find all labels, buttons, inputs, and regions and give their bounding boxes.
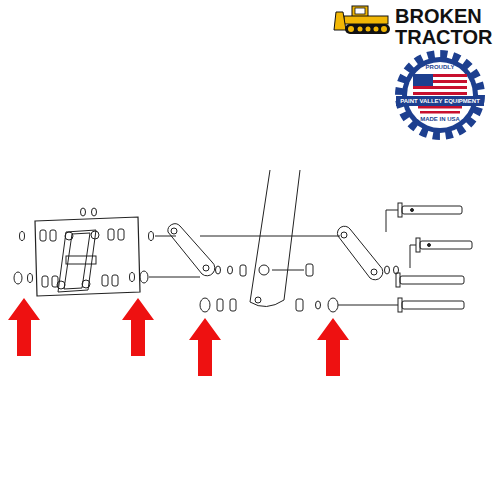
drawing-stroke <box>66 256 96 264</box>
drawing-stroke <box>400 55 480 135</box>
drawing-stroke <box>108 229 114 240</box>
drawing-stroke <box>413 74 433 86</box>
drawing-stroke <box>28 274 33 283</box>
drawing-stroke <box>168 224 215 276</box>
drawing-stroke <box>130 273 135 282</box>
drawing-stroke <box>374 27 379 32</box>
drawing-stroke <box>341 232 347 238</box>
drawing-stroke <box>400 276 464 284</box>
drawing-stroke <box>411 209 414 212</box>
drawing-stroke <box>410 245 416 268</box>
drawing-stroke <box>92 208 97 216</box>
drawing-stroke <box>358 27 363 32</box>
brand-name: BROKEN <box>395 5 482 27</box>
drawing-stroke <box>418 106 462 109</box>
drawing-stroke <box>91 231 99 239</box>
drawing-stroke <box>42 276 48 287</box>
drawing-stroke <box>259 265 269 275</box>
drawing-stroke <box>413 86 467 89</box>
drawing-stroke <box>416 238 420 252</box>
drawing-stroke <box>216 266 221 274</box>
drawing-stroke <box>407 62 473 128</box>
drawing-stroke <box>306 264 313 276</box>
drawing-stroke <box>102 275 108 286</box>
drawing-stroke <box>52 276 58 287</box>
drawing-stroke <box>250 170 270 302</box>
drawing-stroke <box>413 92 467 95</box>
drawing-stroke <box>402 206 462 214</box>
drawing-stroke <box>413 74 467 96</box>
drawing-stroke <box>228 266 233 274</box>
drawing-stroke <box>20 232 25 241</box>
drawing-stroke <box>420 111 460 114</box>
drawing-stroke <box>155 236 176 237</box>
drawing-stroke <box>140 271 148 283</box>
drawing-stroke <box>50 230 56 241</box>
drawing-stroke <box>189 318 221 376</box>
drawing-stroke <box>200 236 340 237</box>
drawing-stroke <box>428 244 431 247</box>
made-in-usa-badge <box>396 55 484 135</box>
red-arrows <box>8 298 349 376</box>
drawing-stroke <box>396 273 400 287</box>
drawing-stroke <box>296 299 303 311</box>
drawing-stroke <box>352 6 368 17</box>
drawing-stroke <box>371 269 377 275</box>
drawing-stroke <box>149 277 200 278</box>
drawing-stroke <box>58 230 96 292</box>
drawing-stroke <box>328 298 338 312</box>
drawing-stroke <box>64 233 90 289</box>
drawing-stroke <box>118 229 124 240</box>
drawing-stroke <box>40 230 46 241</box>
drawing-stroke <box>398 298 402 312</box>
drawing-stroke <box>402 57 478 133</box>
drawing-stroke <box>65 232 73 240</box>
drawing-stroke <box>284 170 300 300</box>
badge-text: MADE IN USA <box>420 116 460 123</box>
drawing-stroke <box>112 275 118 286</box>
linkage-drawing <box>14 170 472 312</box>
drawing-stroke <box>337 226 382 280</box>
drawing-stroke <box>398 203 402 217</box>
drawing-stroke <box>200 298 210 312</box>
badge-text: PROUDLY <box>426 64 455 71</box>
drawing-stroke <box>355 8 365 14</box>
drawing-stroke <box>230 299 236 311</box>
drawing-stroke <box>338 305 398 306</box>
drawing-stroke <box>385 266 390 274</box>
drawing-stroke <box>345 24 390 34</box>
drawing-stroke <box>8 298 40 356</box>
drawing-stroke <box>217 299 223 311</box>
drawing-stroke <box>255 297 261 303</box>
drawing-stroke <box>366 27 371 32</box>
drawing-stroke <box>122 298 154 356</box>
drawing-stroke <box>402 301 464 309</box>
drawing-stroke <box>149 232 154 241</box>
drawing-stroke <box>420 241 472 249</box>
brand-name: TRACTOR <box>395 26 492 48</box>
drawing-stroke <box>316 301 321 309</box>
drawing-stroke <box>35 217 140 296</box>
drawing-stroke <box>344 16 388 24</box>
drawing-stroke <box>396 96 484 106</box>
drawing-stroke <box>348 26 354 32</box>
drawing-stroke <box>14 272 22 284</box>
drawing-stroke <box>381 26 387 32</box>
drawing-stroke <box>82 280 90 288</box>
drawing-stroke <box>240 265 246 276</box>
badge-ribbon-text: PAINT VALLEY EQUIPMENT <box>400 98 480 105</box>
drawing-stroke <box>203 265 209 271</box>
drawing-stroke <box>317 318 349 376</box>
bulldozer-icon <box>334 6 390 34</box>
drawing-stroke <box>171 228 177 234</box>
drawing-stroke <box>334 12 346 30</box>
drawing-stroke <box>81 208 86 216</box>
drawing-stroke <box>386 210 398 232</box>
